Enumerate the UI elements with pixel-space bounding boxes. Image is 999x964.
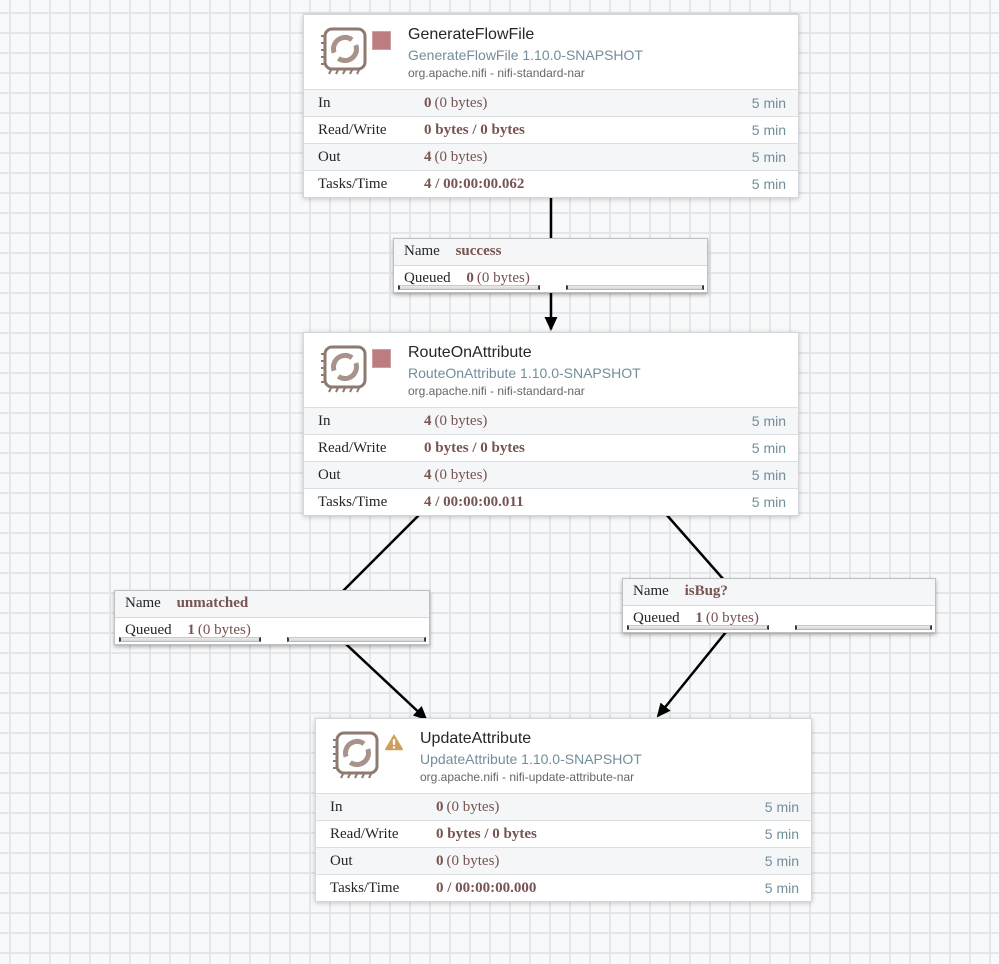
stat-row-tasks: Tasks/Time 0 / 00:00:00.000 5 min: [316, 874, 811, 901]
connection-name-value: isBug?: [684, 583, 728, 599]
connection-queued-key: Queued: [404, 270, 451, 286]
stat-window: 5 min: [764, 853, 799, 869]
processor-bundle: org.apache.nifi - nifi-standard-nar: [408, 66, 585, 80]
stat-value: 4(0 bytes): [424, 413, 488, 429]
stat-row-out: Out 4(0 bytes) 5 min: [304, 143, 798, 170]
connection-queued-value: 1(0 bytes): [695, 610, 759, 626]
stat-label: Out: [330, 853, 353, 869]
processor-stats: In 0(0 bytes) 5 min Read/Write 0 bytes /…: [304, 89, 798, 197]
stat-label: Tasks/Time: [330, 880, 400, 896]
processor-stamp-icon: [317, 26, 369, 78]
stat-value: 0(0 bytes): [436, 853, 500, 869]
connection-name-key: Name: [125, 595, 161, 611]
stat-window: 5 min: [751, 494, 786, 510]
queued-size-percent-bar: [287, 637, 426, 642]
stat-row-in: In 0(0 bytes) 5 min: [316, 793, 811, 820]
processor-bundle: org.apache.nifi - nifi-standard-nar: [408, 384, 585, 398]
stat-value: 4(0 bytes): [424, 149, 488, 165]
stat-value: 4 / 00:00:00.011: [424, 494, 524, 510]
stat-row-tasks: Tasks/Time 4 / 00:00:00.062 5 min: [304, 170, 798, 197]
processor-name: RouteOnAttribute: [408, 344, 532, 361]
processor-header: GenerateFlowFile GenerateFlowFile 1.10.0…: [304, 15, 798, 89]
stat-window: 5 min: [751, 122, 786, 138]
queued-count-percent-bar: [627, 625, 769, 630]
stat-value: 0 bytes / 0 bytes: [424, 440, 525, 456]
queued-size-percent-bar: [795, 625, 932, 630]
processor-stats: In 0(0 bytes) 5 min Read/Write 0 bytes /…: [316, 793, 811, 901]
processor-name: GenerateFlowFile: [408, 26, 535, 43]
processor-type: RouteOnAttribute 1.10.0-SNAPSHOT: [408, 365, 641, 381]
connection-queued-row: Queued 1(0 bytes): [115, 618, 429, 644]
stat-value: 0 bytes / 0 bytes: [436, 826, 537, 842]
stat-value: 0 bytes / 0 bytes: [424, 122, 525, 138]
connection-queued-value: 0(0 bytes): [466, 270, 530, 286]
connection-queued-row: Queued 0(0 bytes): [394, 266, 707, 292]
stat-window: 5 min: [751, 413, 786, 429]
stat-row-in: In 0(0 bytes) 5 min: [304, 89, 798, 116]
processor-header: RouteOnAttribute RouteOnAttribute 1.10.0…: [304, 333, 798, 407]
stopped-icon: [372, 31, 391, 50]
stat-window: 5 min: [751, 440, 786, 456]
stat-window: 5 min: [751, 95, 786, 111]
connection-name-key: Name: [633, 583, 669, 599]
stat-row-out: Out 0(0 bytes) 5 min: [316, 847, 811, 874]
stat-label: Tasks/Time: [318, 176, 388, 192]
stat-window: 5 min: [751, 149, 786, 165]
stat-value: 0 / 00:00:00.000: [436, 880, 537, 896]
stat-window: 5 min: [751, 467, 786, 483]
connection-name-key: Name: [404, 243, 440, 259]
connection-queued-value: 1(0 bytes): [187, 622, 251, 638]
stat-value: 4(0 bytes): [424, 467, 488, 483]
stat-window: 5 min: [764, 826, 799, 842]
processor-header: UpdateAttribute UpdateAttribute 1.10.0-S…: [316, 719, 811, 793]
stat-label: Read/Write: [318, 122, 387, 138]
stat-value: 0(0 bytes): [424, 95, 488, 111]
stat-label: In: [318, 95, 331, 111]
connection-label-isbug[interactable]: Name isBug? Queued 1(0 bytes): [622, 578, 936, 633]
stat-row-tasks: Tasks/Time 4 / 00:00:00.011 5 min: [304, 488, 798, 515]
stat-value: 0(0 bytes): [436, 799, 500, 815]
processor-stamp-icon: [317, 344, 369, 396]
stat-value: 4 / 00:00:00.062: [424, 176, 525, 192]
stat-label: In: [318, 413, 331, 429]
stat-row-readwrite: Read/Write 0 bytes / 0 bytes 5 min: [316, 820, 811, 847]
stat-label: Out: [318, 149, 341, 165]
connection-label-success[interactable]: Name success Queued 0(0 bytes): [393, 238, 708, 293]
stat-row-in: In 4(0 bytes) 5 min: [304, 407, 798, 434]
connection-name-row: Name isBug?: [623, 579, 935, 606]
stat-row-readwrite: Read/Write 0 bytes / 0 bytes 5 min: [304, 434, 798, 461]
connection-queued-key: Queued: [125, 622, 172, 638]
connection-name-value: unmatched: [176, 595, 249, 611]
warning-icon: [384, 733, 404, 756]
stat-row-readwrite: Read/Write 0 bytes / 0 bytes 5 min: [304, 116, 798, 143]
connection-name-row: Name success: [394, 239, 707, 266]
processor-stamp-icon: [329, 730, 381, 782]
queued-count-percent-bar: [119, 637, 261, 642]
queued-size-percent-bar: [566, 285, 704, 290]
processor-generateflowfile[interactable]: GenerateFlowFile GenerateFlowFile 1.10.0…: [303, 14, 799, 198]
stat-label: Read/Write: [318, 440, 387, 456]
stat-window: 5 min: [751, 176, 786, 192]
stat-window: 5 min: [764, 799, 799, 815]
queued-count-percent-bar: [398, 285, 540, 290]
stat-window: 5 min: [764, 880, 799, 896]
stat-label: Read/Write: [330, 826, 399, 842]
processor-type: GenerateFlowFile 1.10.0-SNAPSHOT: [408, 47, 643, 63]
stat-label: Out: [318, 467, 341, 483]
processor-name: UpdateAttribute: [420, 730, 532, 747]
stopped-icon: [372, 349, 391, 368]
connection-label-unmatched[interactable]: Name unmatched Queued 1(0 bytes): [114, 590, 430, 645]
processor-bundle: org.apache.nifi - nifi-update-attribute-…: [420, 770, 635, 784]
processor-routeonattribute[interactable]: RouteOnAttribute RouteOnAttribute 1.10.0…: [303, 332, 799, 516]
stat-label: In: [330, 799, 343, 815]
connection-queued-key: Queued: [633, 610, 680, 626]
connection-queued-row: Queued 1(0 bytes): [623, 606, 935, 632]
connection-name-value: success: [455, 243, 502, 259]
connection-name-row: Name unmatched: [115, 591, 429, 618]
processor-updateattribute[interactable]: UpdateAttribute UpdateAttribute 1.10.0-S…: [315, 718, 812, 902]
processor-stats: In 4(0 bytes) 5 min Read/Write 0 bytes /…: [304, 407, 798, 515]
processor-type: UpdateAttribute 1.10.0-SNAPSHOT: [420, 751, 642, 767]
stat-label: Tasks/Time: [318, 494, 388, 510]
stat-row-out: Out 4(0 bytes) 5 min: [304, 461, 798, 488]
